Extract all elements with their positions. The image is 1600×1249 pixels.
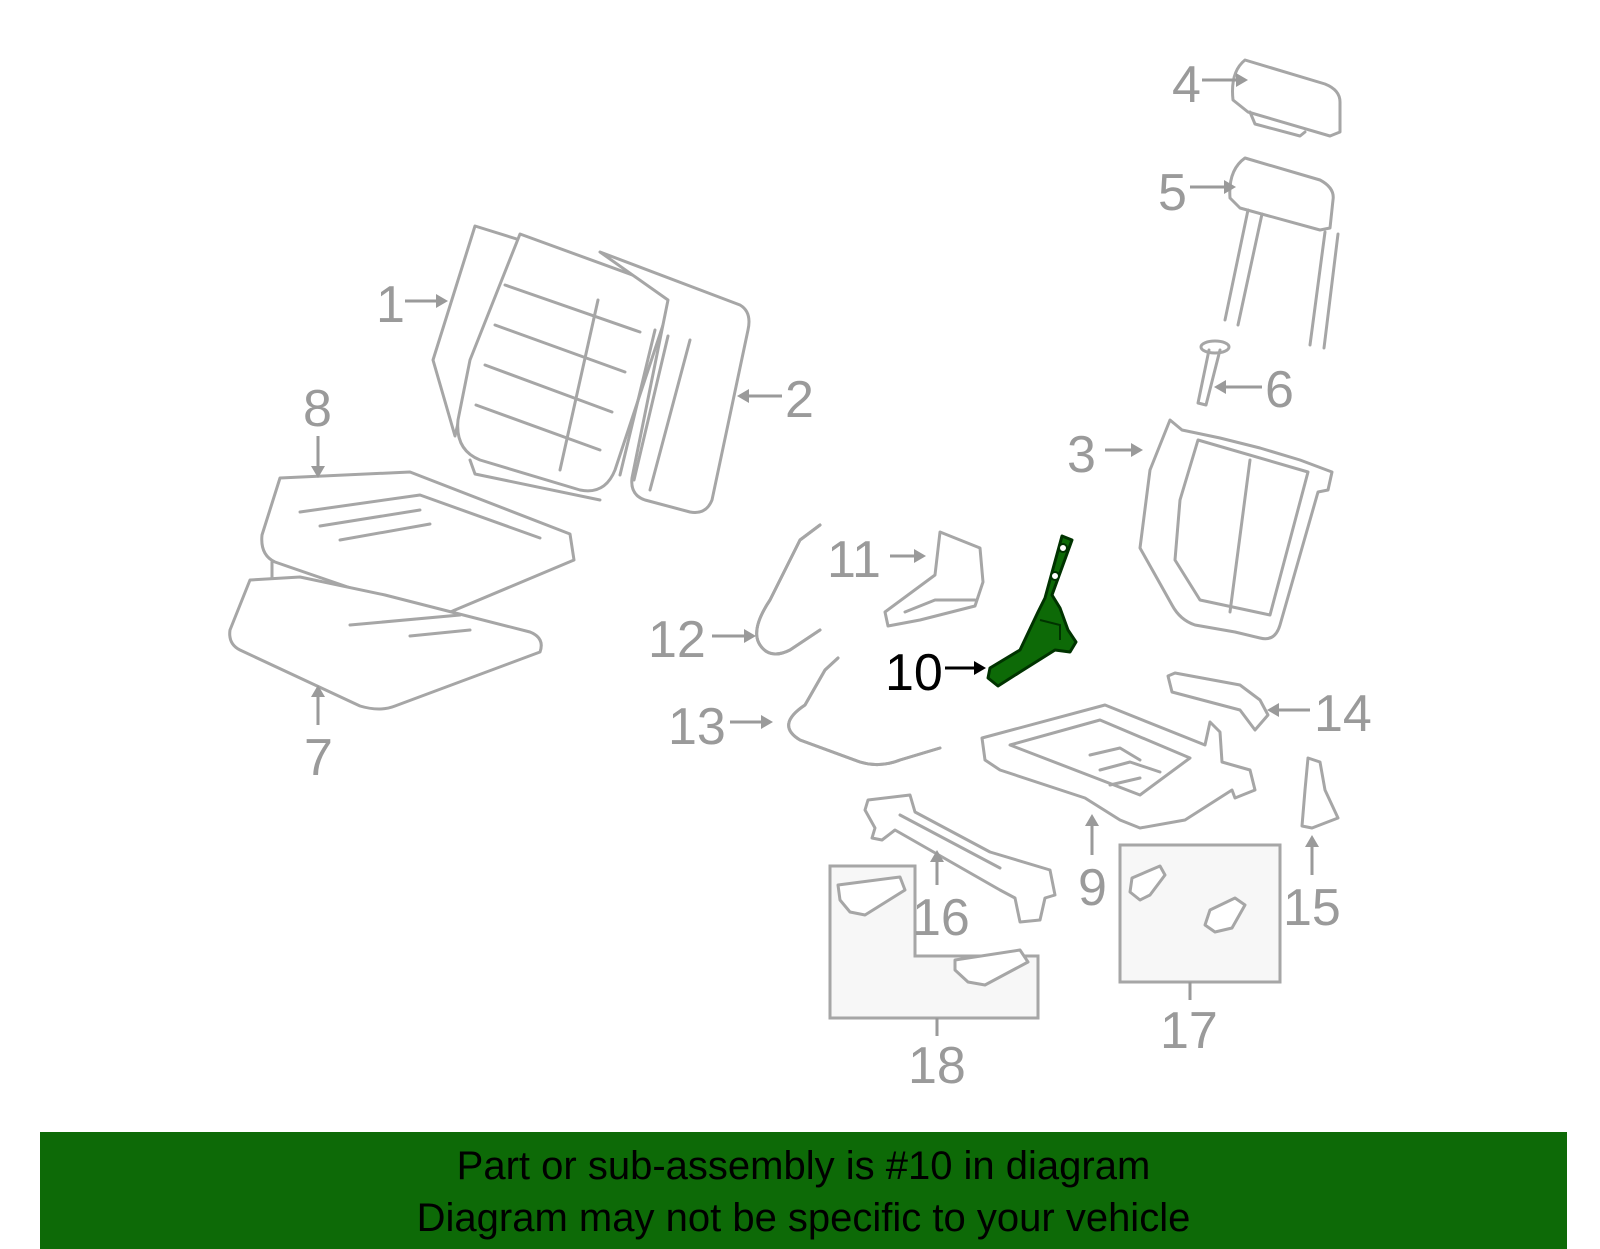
callout-12: 12 — [648, 611, 706, 669]
callout-8: 8 — [303, 380, 332, 438]
callout-4: 4 — [1172, 56, 1201, 114]
part-10-highlighted-bracket[interactable] — [986, 534, 1078, 688]
kit-18-box — [828, 864, 1040, 1020]
part-7-seat-cushion-pad — [228, 575, 543, 711]
part-5-headrest — [1223, 156, 1340, 350]
callout-16: 16 — [912, 889, 970, 947]
part-1-seat-back-cover — [431, 224, 671, 502]
callout-7: 7 — [304, 729, 333, 787]
callout-14: 14 — [1314, 685, 1372, 743]
callout-18: 18 — [908, 1037, 966, 1095]
kit-17-box — [1118, 843, 1282, 984]
part-4-headrest-cover — [1231, 58, 1342, 138]
callout-11: 11 — [827, 531, 881, 589]
part-2-seat-back-pad — [598, 250, 751, 514]
callout-17: 17 — [1160, 1002, 1218, 1060]
part-12-wire-harness — [755, 523, 822, 656]
callout-1: 1 — [376, 276, 405, 334]
callout-15: 15 — [1283, 879, 1341, 937]
part-3-seat-back-frame — [1138, 418, 1334, 641]
callout-labels: 1 2 3 4 5 6 7 8 9 10 11 12 13 14 15 16 1… — [303, 56, 1372, 1095]
leader-lines — [311, 73, 1319, 1036]
part-6-headrest-guide — [1196, 339, 1231, 407]
part-9-seat-cushion-frame — [980, 703, 1257, 830]
part-16-seat-rail — [863, 793, 1057, 924]
banner-line-disclaimer: Diagram may not be specific to your vehi… — [416, 1196, 1191, 1240]
callout-6: 6 — [1265, 361, 1294, 419]
callout-3: 3 — [1067, 426, 1096, 484]
info-banner: Part or sub-assembly is #10 in diagram D… — [40, 1132, 1567, 1249]
part-15-trim-piece — [1300, 756, 1340, 830]
callout-5: 5 — [1158, 164, 1187, 222]
part-11-trim-bracket — [883, 530, 985, 628]
callout-10-highlighted[interactable]: 10 — [885, 644, 943, 702]
banner-line-part-info: Part or sub-assembly is #10 in diagram — [456, 1144, 1151, 1188]
callout-9: 9 — [1078, 859, 1107, 917]
callout-13: 13 — [668, 698, 726, 756]
part-8-seat-cushion-cover — [260, 470, 576, 630]
callout-2: 2 — [785, 371, 814, 429]
part-14-side-bar — [1166, 671, 1270, 732]
part-13-wire-rod — [787, 656, 942, 767]
